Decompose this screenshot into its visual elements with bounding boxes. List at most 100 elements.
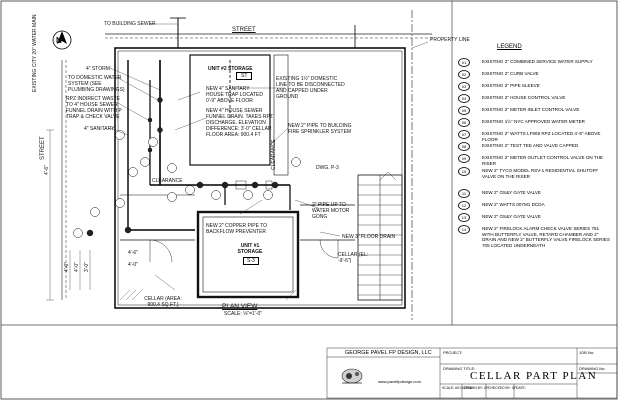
- label-dwg: DWG. P-3: [316, 165, 339, 171]
- label-street-left: STREET: [40, 136, 46, 160]
- legend-item-number: 06: [458, 118, 470, 127]
- legend-item: 07 EXISTING 2" WATTS LF909 RPZ LOCATED 4'…: [458, 130, 608, 142]
- dim-5: 4'-6": [128, 250, 138, 256]
- legend-item-number: 05: [458, 106, 470, 115]
- legend-item: 11 NEW 2" OS&Y GATE VALVE: [458, 189, 608, 201]
- north-arrow-label: N: [56, 36, 62, 45]
- label-existing-main: EXISTING CITY 20" WATER MAIN: [32, 14, 38, 92]
- legend-title: LEGEND: [497, 44, 522, 50]
- drawing-title: CELLAR PART PLAN: [470, 370, 598, 382]
- dimension-lines: [46, 129, 91, 301]
- company-name: GEORGE PAVEL FP DESIGN, LLC: [345, 350, 432, 356]
- legend-item-text: NEW 2" FIRELOCK ALARM CHECK VALVE SERIES…: [482, 226, 610, 248]
- legend-item-text: EXISTING 1½" NYC APPROVED WATER METER: [482, 119, 585, 124]
- label-street-top: STREET: [232, 27, 256, 33]
- label-rpz-indirect: RPZ INDIRECT WASTE TO 4" HOUSE SEWER FUN…: [66, 96, 122, 120]
- dim-2: 4'-0": [64, 262, 70, 272]
- label-cellar-area: CELLAR (AREA: 900.4 SQ.FT.): [144, 296, 182, 308]
- legend-item-text: EXISTING 2" METER OUTLET CONTROL VALVE O…: [482, 155, 604, 166]
- sprinkler-piping: [127, 17, 356, 231]
- legend-item-text: NEW 2" OS&Y GATE VALVE: [482, 190, 541, 195]
- label-to-building-sewer: TO BUILDING SEWER: [104, 21, 156, 27]
- title-block-grid: [326, 347, 618, 399]
- job-no-field: JOB No:: [579, 350, 595, 355]
- legend-item-text: EXISTING 2" METER INLET CONTROL VALVE: [482, 107, 580, 112]
- company-logo: [341, 368, 363, 384]
- label-clearance-h: CLEARANCE: [152, 178, 183, 184]
- legend-item: 08 EXISTING 2" TEST TEE AND VALVE CAPPED: [458, 142, 608, 154]
- scale-field: SCALE: AS NOTED: [442, 386, 473, 390]
- label-new4-house: NEW 4" HOUSE SEWER FUNNEL DRAIN. TAKES R…: [206, 108, 273, 138]
- legend-item-number: 07: [458, 130, 470, 139]
- company-website: www.pavelfpdesign.com: [378, 379, 421, 384]
- legend-item-number: 02: [458, 70, 470, 79]
- label-unit1-tag: S-3: [243, 257, 259, 265]
- label-clearance-v: CLEARANCE: [271, 139, 277, 170]
- drawing-title-label: DRAWING TITLE:: [443, 366, 476, 371]
- drawn-by-field: DRAWN BY: GP: [464, 386, 489, 390]
- label-new3-floor: NEW 3" FLOOR DRAIN: [342, 234, 396, 240]
- label-to-domestic: TO DOMESTIC WATER SYSTEM (SEE PLUMBING D…: [68, 75, 125, 93]
- north-arrow: [52, 30, 72, 50]
- legend-item-number: 09: [458, 154, 470, 163]
- label-property-line: PROPERTY LINE: [430, 37, 470, 43]
- callout-bubbles: [73, 130, 301, 238]
- label-cellar-el: CELLAR (EL: -9'-6"): [338, 252, 369, 264]
- legend-item-number: 14: [458, 225, 470, 234]
- dim-6: 4'-0": [128, 262, 138, 268]
- legend-item-text: EXISTING 2" COMBINED SERVICE WATER SUPPL…: [482, 59, 593, 64]
- legend-item: 03 EXISTING 2" PIPE SLEEVE: [458, 82, 608, 94]
- date-field: DATE:: [516, 386, 526, 390]
- label-unit2: UNIT #2 STORAGE: [208, 66, 253, 72]
- label-four-sanitary: 4" SANITARY: [84, 126, 115, 132]
- legend-item-number: 04: [458, 94, 470, 103]
- legend-item-text: EXISTING 2" HOUSE CONTROL VALVE: [482, 95, 566, 100]
- legend-item: 01 EXISTING 2" COMBINED SERVICE WATER SUP…: [458, 58, 608, 70]
- legend-item-number: 12: [458, 201, 470, 210]
- label-new2-building: NEW 2" PIPE TO BUILDING FIRE SPRINKLER S…: [288, 123, 352, 135]
- legend-item-text: NEW 2" TYCO MODEL RSV-1 RESIDENTIAL SHUT…: [482, 168, 599, 179]
- valve-symbols: [86, 97, 279, 237]
- legend-item: 09 EXISTING 2" METER OUTLET CONTROL VALVE…: [458, 154, 608, 166]
- legend-item-text: EXISTING 2" TEST TEE AND VALVE CAPPED: [482, 143, 579, 148]
- label-plan-view: PLAN VIEW: [222, 303, 258, 310]
- legend-item: 13 NEW 2" OS&Y GATE VALVE: [458, 213, 608, 225]
- stair-treads: [358, 171, 402, 296]
- legend-item: 12 NEW 2" WATTS 007M1 DCDA: [458, 201, 608, 213]
- legend-item: 14 NEW 2" FIRELOCK ALARM CHECK VALVE SERI…: [458, 225, 610, 248]
- legend-item-text: NEW 2" WATTS 007M1 DCDA: [482, 202, 545, 207]
- label-scale: SCALE: ⅛"=1'-0": [224, 311, 262, 317]
- legend-item-number: 11: [458, 189, 470, 198]
- legend-item: 04 EXISTING 2" HOUSE CONTROL VALVE: [458, 94, 608, 106]
- legend-item-number: 01: [458, 58, 470, 67]
- label-existing-domestic: EXISTING 1½" DOMESTIC LINE TO BE DISCONN…: [276, 76, 345, 100]
- legend-item: 05 EXISTING 2" METER INLET CONTROL VALVE: [458, 106, 608, 118]
- door-swings: [149, 239, 339, 263]
- wall-hatch: [119, 289, 297, 301]
- legend-item: 10 NEW 2" TYCO MODEL RSV-1 RESIDENTIAL SH…: [458, 167, 608, 179]
- dim-4: 3'-0": [84, 262, 90, 272]
- label-unit2-tag: ST: [236, 72, 253, 80]
- legend-item-text: NEW 2" OS&Y GATE VALVE: [482, 214, 541, 219]
- dim-1: 4'-6": [44, 165, 50, 175]
- checked-by-field: CHECKED BY: GP: [488, 386, 517, 390]
- label-new2-copper: NEW 2" COPPER PIPE TO BACKFLOW PREVENTER: [206, 223, 272, 235]
- leader-lines: [109, 23, 429, 291]
- label-pipe-up: 2" PIPE UP TO WATER MOTOR GONG: [312, 202, 350, 220]
- label-unit1: UNIT #1 STORAGE: [237, 243, 263, 255]
- legend-item-text: EXISTING 2" PIPE SLEEVE: [482, 83, 540, 88]
- legend-item-number: 03: [458, 82, 470, 91]
- legend-item: 06 EXISTING 1½" NYC APPROVED WATER METER: [458, 118, 608, 130]
- legend-item-text: EXISTING 2" WATTS LF909 RPZ LOCATED 4'-6…: [482, 131, 601, 142]
- legend-item-number: 13: [458, 213, 470, 222]
- building-walls: [114, 47, 406, 309]
- legend-item-number: 08: [458, 142, 470, 151]
- label-new4-sanitary: NEW 4" SANITARY HOUSE TRAP LOCATED 0'-9"…: [206, 86, 263, 104]
- legend-item-number: 10: [458, 167, 470, 176]
- label-four-storm: 4" STORM: [86, 66, 110, 72]
- project-label: PROJECT:: [443, 350, 463, 355]
